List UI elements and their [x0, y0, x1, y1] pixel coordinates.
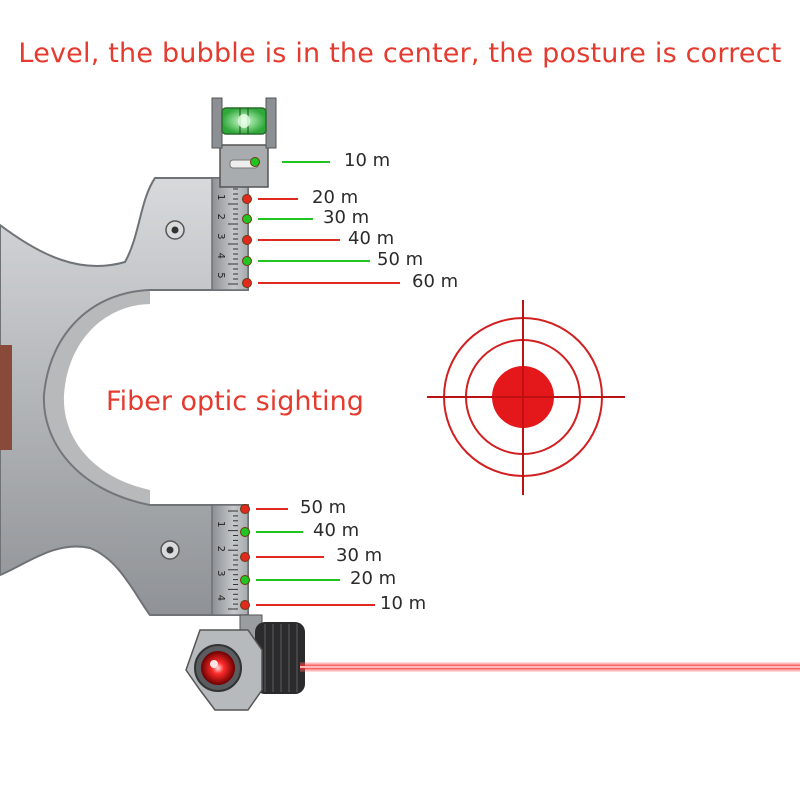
upper-fiber-dot [242, 235, 252, 245]
ruler-tick-number: 1 [215, 194, 226, 200]
grip-handle [0, 345, 12, 450]
upper-distance-label: 50 m [377, 249, 424, 270]
ruler-tick-number: 3 [215, 570, 226, 576]
ruler-tick-number: 2 [215, 546, 226, 552]
lower-distance-label: 30 m [336, 545, 383, 566]
upper-distance-label: 60 m [412, 271, 459, 292]
upper-distance-label: 10 m [344, 150, 391, 171]
upper-fiber-dot [242, 214, 252, 224]
upper-fiber-dot [250, 157, 260, 167]
ruler-tick-number: 4 [215, 253, 226, 259]
ruler-tick-number: 3 [215, 233, 226, 239]
lower-distance-label: 20 m [350, 568, 397, 589]
lower-fiber-dot [240, 504, 250, 514]
laser-module [185, 614, 305, 711]
upper-distance-label: 30 m [323, 207, 370, 228]
lower-fiber-dot [240, 600, 250, 610]
fiber-optic-caption: Fiber optic sighting [106, 386, 364, 417]
laser-emitter-icon [201, 651, 235, 685]
lower-fiber-dot [240, 575, 250, 585]
headline-text: Level, the bubble is in the center, the … [18, 38, 782, 69]
ruler-tick-number: 1 [215, 521, 226, 527]
slingshot-frame [0, 177, 249, 616]
lower-fiber-dot [240, 527, 250, 537]
lower-distance-label: 50 m [300, 497, 347, 518]
ruler-tick-number: 2 [215, 214, 226, 220]
upper-distance-label: 40 m [348, 228, 395, 249]
lower-distance-label: 40 m [313, 520, 360, 541]
ruler-tick-number: 4 [215, 595, 226, 601]
lower-distance-label: 10 m [380, 593, 427, 614]
upper-fiber-dot [242, 194, 252, 204]
upper-fiber-dot [242, 278, 252, 288]
upper-sight-ruler: 1 2 3 4 5 [211, 177, 249, 291]
ruler-tick-number: 5 [215, 272, 226, 278]
lower-fiber-dot [240, 552, 250, 562]
upper-distance-label: 20 m [312, 187, 359, 208]
bubble-level-icon [211, 97, 277, 188]
upper-fiber-dot [242, 256, 252, 266]
